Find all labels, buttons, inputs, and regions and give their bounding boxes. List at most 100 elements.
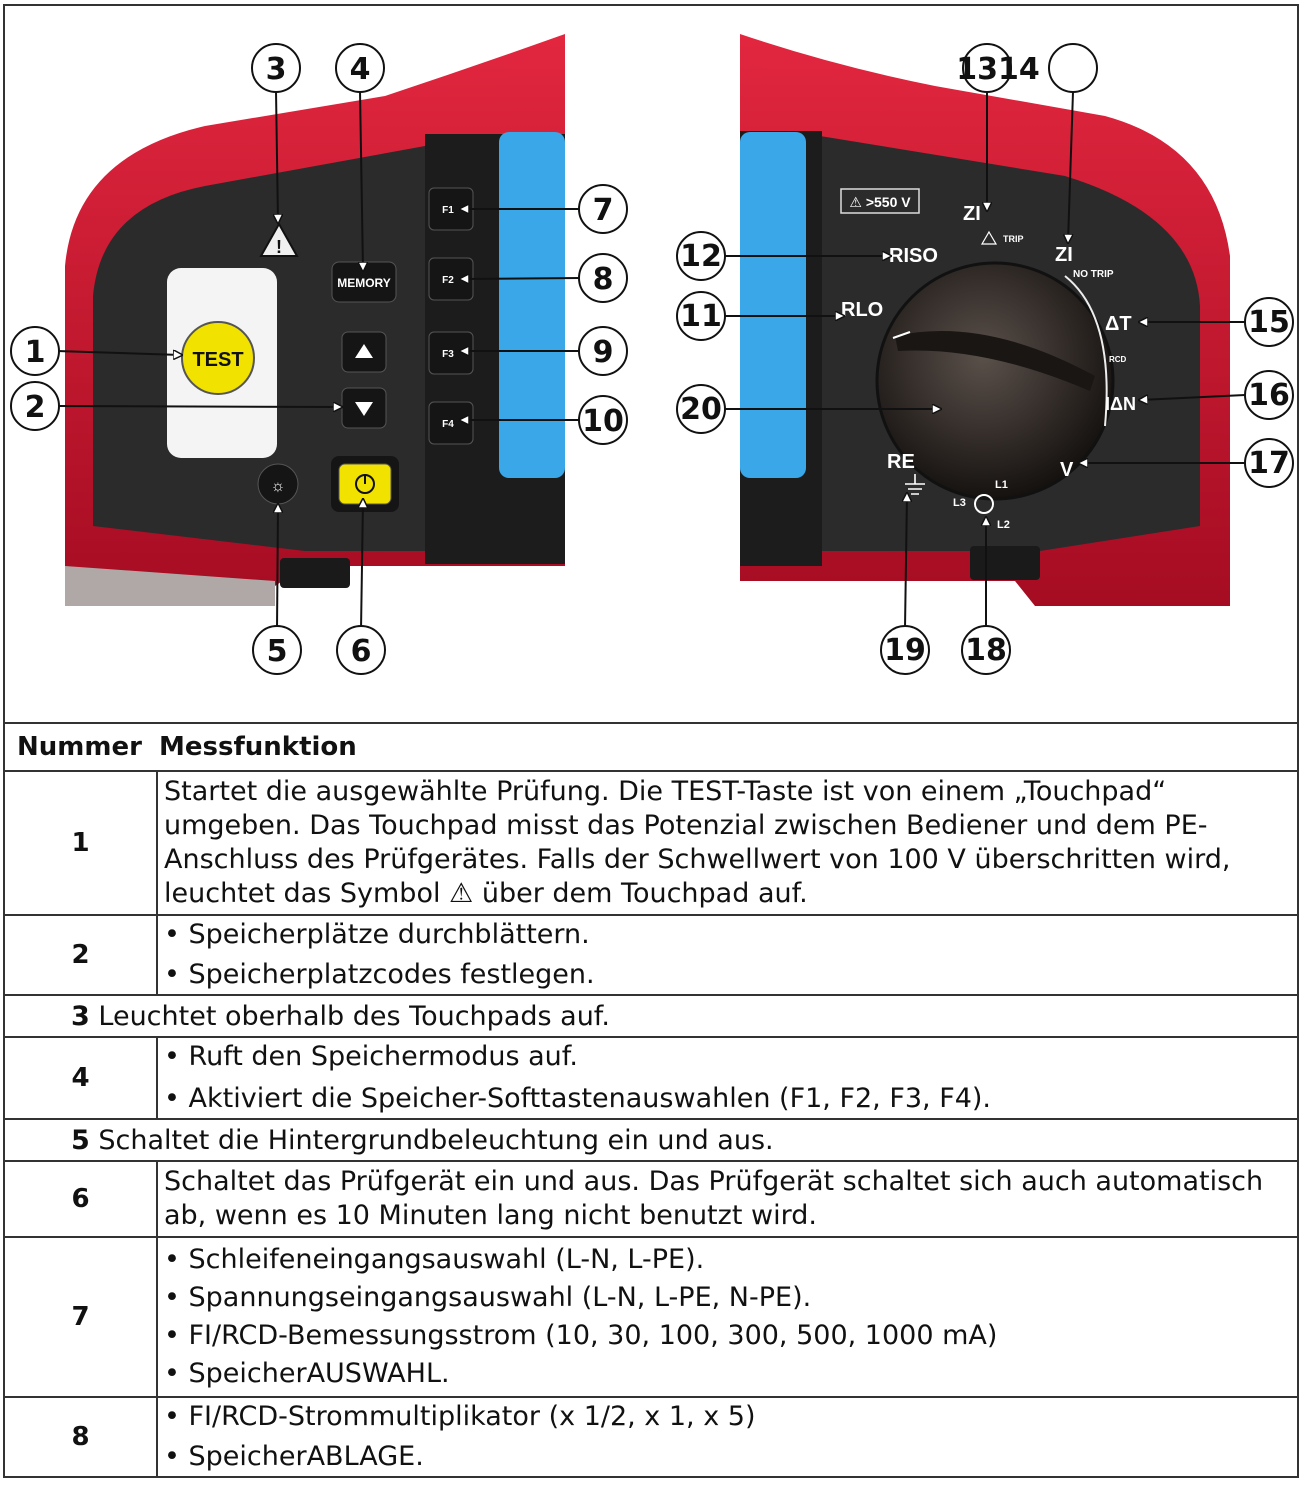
callout-11: 11 <box>676 291 726 341</box>
dial-pointer <box>895 331 1095 391</box>
dial-label-riso: RISO <box>889 245 938 267</box>
table-header-row: Nummer Messfunktion <box>3 722 1299 772</box>
rotary-dial[interactable] <box>875 261 1115 501</box>
svg-text:8: 8 <box>593 262 614 297</box>
row-number: 3 <box>71 1000 90 1032</box>
table-row: 8 FI/RCD-Strommultiplikator (x 1/2, x 1,… <box>3 1396 1299 1478</box>
svg-text:12: 12 <box>680 239 722 274</box>
callout-1314-text: 1314 <box>956 52 1040 87</box>
up-arrow-icon <box>355 344 373 358</box>
svg-text:7: 7 <box>593 193 614 228</box>
f2-button-label: F2 <box>442 275 454 286</box>
left-callouts: 1 2 3 4 5 6 7 8 9 10 <box>10 43 628 675</box>
callout-7: 7 <box>578 184 628 234</box>
row-6-line-2: ab, wenn es 10 Minuten lang nicht benutz… <box>164 1200 817 1231</box>
dial-label-delta-t: ΔT <box>1105 313 1132 335</box>
list-item: SpeicherAUSWAHL. <box>164 1357 1291 1391</box>
left-display <box>499 132 565 478</box>
list-item: Speicherplätze durchblättern. <box>164 918 1291 952</box>
dial-label-z-trip: ZI <box>963 203 981 225</box>
callout-13 <box>962 43 1012 93</box>
row-1-line-3: Anschluss des Prüfgerätes. Falls der Sch… <box>164 844 1231 875</box>
callout-4: 4 <box>335 43 385 93</box>
list-item: FI/RCD-Strommultiplikator (x 1/2, x 1, x… <box>164 1400 1291 1434</box>
svg-text:9: 9 <box>593 335 614 370</box>
row-number: 4 <box>3 1036 158 1120</box>
left-callout-lines <box>56 90 581 631</box>
dial-label-rcd: RCD <box>1109 355 1127 364</box>
svg-text:4: 4 <box>350 52 371 87</box>
f1-button-label: F1 <box>442 205 454 216</box>
row-number: 6 <box>3 1160 158 1238</box>
dial-label-rlo: RLO <box>841 299 883 321</box>
list-item: Schleifeneingangsauswahl (L-N, L-PE). <box>164 1243 1291 1277</box>
table-row: 4 Ruft den Speichermodus auf. Aktiviert … <box>3 1036 1299 1120</box>
warning-icon: ⚠ <box>449 878 474 909</box>
down-arrow-icon <box>355 402 373 416</box>
device-illustration: TEST ! MEMORY ☼ F1 F2 F3 F4 <box>3 4 1299 722</box>
callout-19: 19 <box>880 625 930 675</box>
callout-17: 17 <box>1244 438 1294 488</box>
function-table: Nummer Messfunktion 1 Startet die ausgew… <box>3 722 1299 1478</box>
trip-warning-icon <box>980 230 998 245</box>
list-item: Aktiviert die Speicher-Softtastenauswahl… <box>164 1082 1291 1116</box>
dial-label-l1: L1 <box>995 479 1008 491</box>
row-5-text: Schaltet die Hintergrundbeleuchtung ein … <box>98 1124 774 1156</box>
svg-text:6: 6 <box>351 634 372 669</box>
table-row: 1 Startet die ausgewählte Prüfung. Die T… <box>3 770 1299 916</box>
svg-text:18: 18 <box>965 633 1007 668</box>
svg-text:16: 16 <box>1248 378 1290 413</box>
row-number: 8 <box>3 1396 158 1478</box>
list-item: FI/RCD-Bemessungsstrom (10, 30, 100, 300… <box>164 1319 1291 1353</box>
table-row: 6 Schaltet das Prüfgerät ein und aus. Da… <box>3 1160 1299 1238</box>
table-row: 3 Leuchtet oberhalb des Touchpads auf. <box>3 994 1299 1038</box>
warning-icon <box>259 221 299 257</box>
dial-pointer-mark <box>892 331 911 339</box>
row-1-line-1: Startet die ausgewählte Prüfung. Die TES… <box>164 776 1167 807</box>
callout-1: 1 <box>10 326 60 376</box>
callout-3: 3 <box>251 43 301 93</box>
callout-2: 2 <box>10 381 60 431</box>
row-1-line-2: umgeben. Das Touchpad misst das Potenzia… <box>164 810 1208 841</box>
ground-icon <box>905 474 925 495</box>
bottom-latch <box>280 558 350 588</box>
left-housing-shadow <box>65 566 275 606</box>
callout-15: 15 <box>1244 297 1294 347</box>
warning-icon-mark: ! <box>276 237 282 257</box>
list-item: SpeicherABLAGE. <box>164 1440 1291 1474</box>
callout-9: 9 <box>578 326 628 376</box>
dial-label-re: RE <box>887 451 915 473</box>
row-1-line-4-before: leuchtet das Symbol <box>164 878 441 909</box>
right-callout-lines <box>725 91 1246 629</box>
svg-text:3: 3 <box>266 52 287 87</box>
dial-label-trip: TRIP <box>1003 234 1024 244</box>
svg-text:11: 11 <box>680 299 722 334</box>
svg-text:5: 5 <box>267 634 288 669</box>
svg-text:1: 1 <box>25 335 46 370</box>
callout-6: 6 <box>336 625 386 675</box>
svg-text:2: 2 <box>25 390 46 425</box>
callout-5: 5 <box>252 625 302 675</box>
f4-button[interactable] <box>428 401 474 445</box>
row-1-line-4-after: über dem Touchpad auf. <box>481 878 808 909</box>
dial-label-v: V <box>1060 459 1074 481</box>
row-number: 2 <box>3 914 158 996</box>
list-item: Spannungseingangsauswahl (L-N, L-PE, N-P… <box>164 1281 1291 1315</box>
memory-button-label: MEMORY <box>337 276 391 290</box>
table-row: 5 Schaltet die Hintergrundbeleuchtung ei… <box>3 1118 1299 1162</box>
svg-text:10: 10 <box>582 404 624 439</box>
dial-label-z-notrip: ZI <box>1055 244 1073 266</box>
callout-18: 18 <box>961 625 1011 675</box>
test-button-label: TEST <box>192 349 243 371</box>
f3-button[interactable] <box>428 331 474 375</box>
f4-button-label: F4 <box>442 419 454 430</box>
header-number: Nummer <box>17 732 142 762</box>
dial-label-i-delta-n: IΔN <box>1105 394 1136 414</box>
callout-10: 10 <box>578 395 628 445</box>
callout-12: 12 <box>676 231 726 281</box>
row-number: 5 <box>71 1124 90 1156</box>
svg-text:15: 15 <box>1248 305 1290 340</box>
rcd-arc <box>1064 275 1108 427</box>
f3-button-label: F3 <box>442 349 454 360</box>
left-panel: TEST ! MEMORY ☼ F1 F2 F3 F4 <box>65 34 565 606</box>
